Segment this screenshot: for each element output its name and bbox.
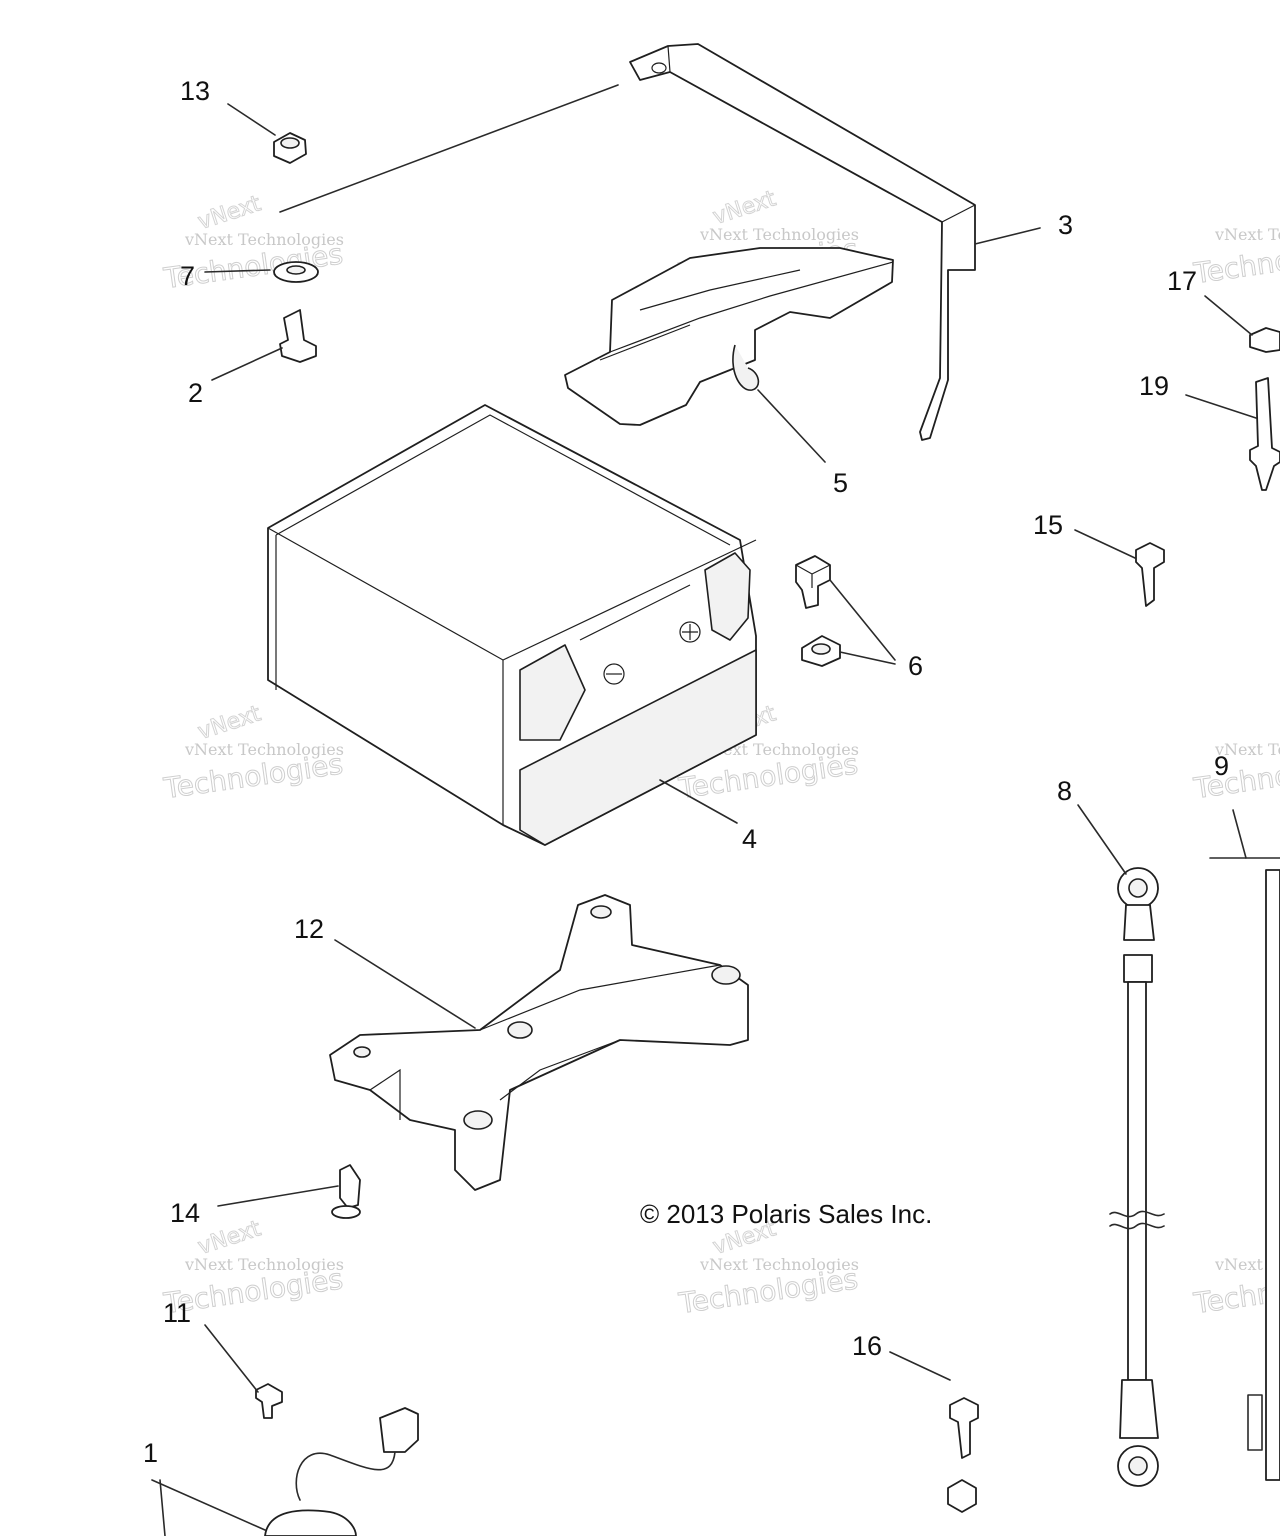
terminal-washer [801,635,841,667]
callout-1: 1 [143,1438,158,1468]
bolt-16 [949,1397,979,1459]
callout-14: 14 [170,1198,200,1228]
ground-cable-8 [1109,867,1165,1487]
copyright-notice: © 2013 Polaris Sales Inc. [640,1199,932,1229]
callout-16: 16 [852,1331,882,1361]
cable-9 [1209,857,1280,1481]
callout-6: 6 [908,651,923,681]
svg-text:vNext: vNext [710,186,779,230]
callout-3: 3 [1058,210,1073,240]
battery-cover [564,247,894,426]
bolt-15 [1135,542,1165,607]
callout-15: 15 [1033,510,1063,540]
svg-text:vNext Technologies: vNext Technologies [184,740,344,759]
leader-lines [151,84,1257,1536]
svg-text:vNext Technologies: vNext Technologies [184,230,344,249]
hold-down-strap [629,43,976,441]
callout-9: 9 [1214,751,1229,781]
callout-5: 5 [833,468,848,498]
connector-1 [264,1407,419,1536]
watermark-7: vNext Technologies Technologies [1191,225,1280,291]
bolt-11 [255,1383,283,1419]
svg-text:vNext: vNext [195,701,264,745]
battery [267,404,757,846]
callout-19: 19 [1139,371,1169,401]
callout-2: 2 [188,378,203,408]
washer-7 [273,261,319,283]
nut-13 [273,132,307,164]
svg-text:vNext Technologies: vNext Technologies [699,225,859,244]
svg-text:vNext Technologies: vNext Technologies [1214,1255,1280,1274]
svg-text:vNext Technologies: vNext Technologies [184,1255,344,1274]
nut-16 [947,1479,977,1513]
push-rivet-14 [331,1164,361,1219]
callout-4: 4 [742,824,757,854]
callout-8: 8 [1057,776,1072,806]
watermark-8: vNext Technologies Technologies [1191,740,1280,806]
svg-text:vNext Technologies: vNext Technologies [1214,740,1280,759]
bolt-2 [279,309,317,363]
watermark-3: vNext vNext Technologies Technologies [161,701,346,806]
callout-13: 13 [180,76,210,106]
svg-text:vNext: vNext [195,1216,264,1260]
svg-text:vNext: vNext [195,191,264,235]
svg-text:vNext Technologies: vNext Technologies [699,1255,859,1274]
battery-bracket [329,894,749,1191]
terminal-bolt [795,555,831,609]
nut-17 [1249,327,1280,353]
pin-19 [1249,377,1280,491]
callout-17: 17 [1167,266,1197,296]
svg-text:vNext Technologies: vNext Technologies [1214,225,1280,244]
callout-11: 11 [163,1298,191,1328]
watermark-6: vNext vNext Technologies Technologies [676,1216,861,1321]
callout-7: 7 [180,261,195,291]
callout-12: 12 [294,914,324,944]
